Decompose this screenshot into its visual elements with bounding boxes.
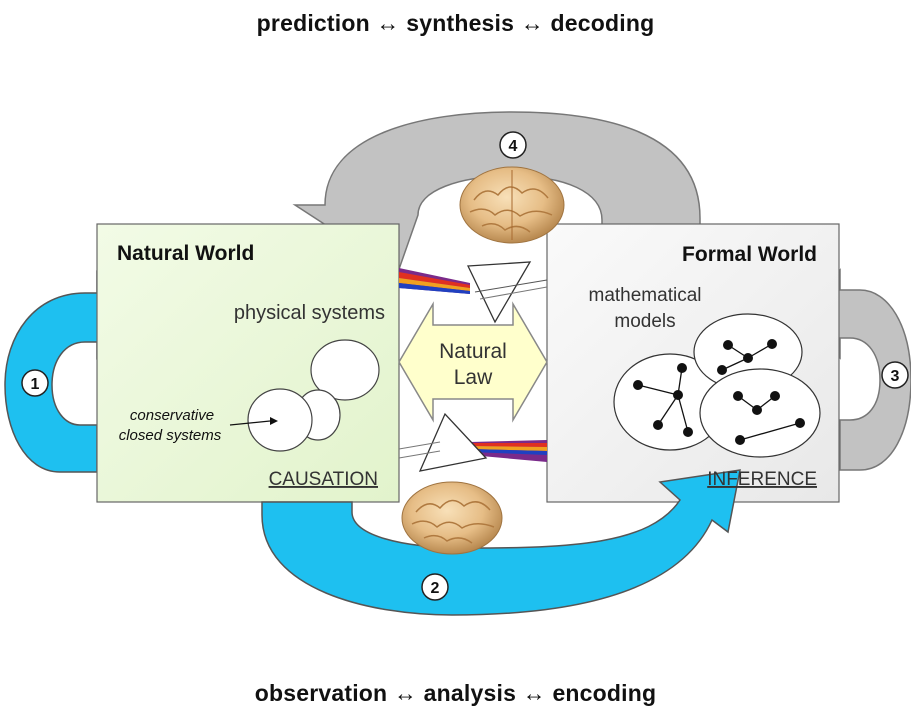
natural-law-label-line2: Law: [454, 366, 493, 389]
system-circle-large: [310, 339, 380, 401]
conservative-label-line1: conservative: [130, 407, 214, 424]
bottom-caption: observation ↔ analysis ↔ encoding: [254, 680, 657, 706]
natural-law-label-line1: Natural: [439, 340, 507, 363]
svg-text:1: 1: [31, 376, 40, 393]
physical-systems-label: physical systems: [234, 302, 385, 324]
pointer-arrow: [229, 420, 271, 426]
svg-text:3: 3: [891, 368, 900, 385]
inference-label: INFERENCE: [707, 469, 817, 490]
natural-law-arrow: [398, 301, 548, 423]
svg-text:4: 4: [509, 138, 518, 155]
mathematical-models-line2: models: [614, 311, 675, 332]
pointer-arrowhead: [270, 417, 278, 425]
loop-3-badge: 3: [881, 361, 909, 389]
bottom-prism: [398, 412, 547, 472]
top-brain-image: [459, 166, 565, 244]
natural-world-title: Natural World: [117, 242, 254, 265]
causation-label: CAUSATION: [269, 469, 378, 490]
loop-1-badge: 1: [21, 369, 49, 397]
formal-world-title: Formal World: [682, 243, 817, 266]
svg-text:2: 2: [431, 580, 440, 597]
conservative-label-line2: closed systems: [119, 427, 222, 444]
bottom-brain-image: [401, 481, 503, 555]
top-caption: prediction ↔ synthesis ↔ decoding: [256, 10, 655, 36]
loop-2-badge: 2: [421, 573, 449, 601]
loop-4-badge: 4: [499, 131, 527, 159]
top-prism: [399, 261, 548, 324]
model-graph-right: [699, 368, 821, 458]
mathematical-models-line1: mathematical: [589, 285, 702, 306]
system-circle-medium: [247, 388, 313, 452]
